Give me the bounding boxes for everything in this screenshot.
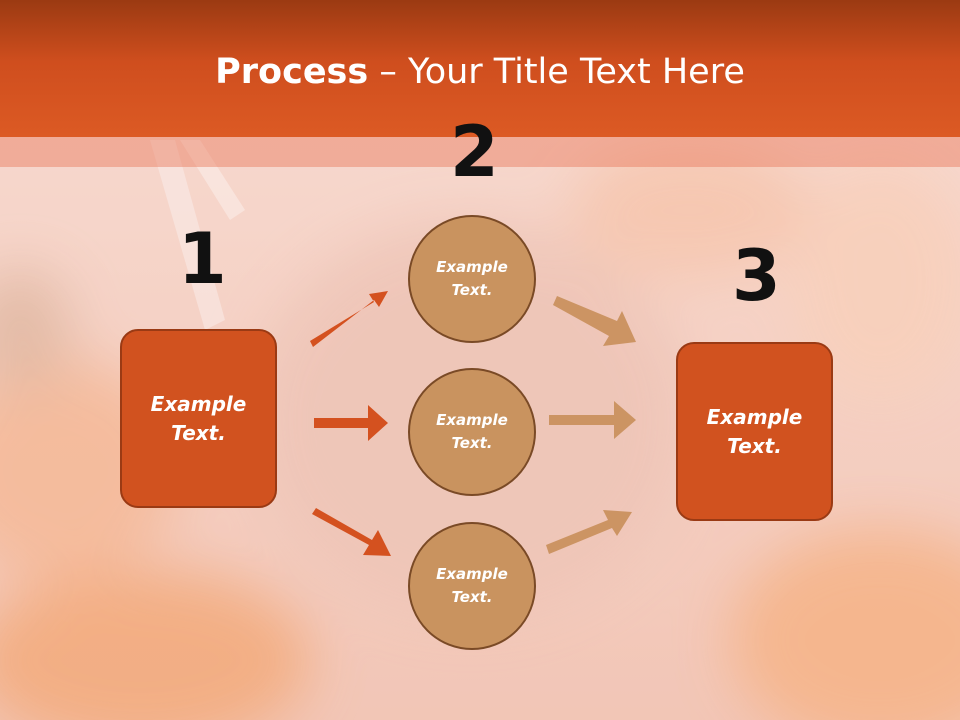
arrow-right-bottom: [546, 510, 632, 554]
step-3-box-text: Example Text.: [706, 404, 803, 458]
step-number-3: 3: [732, 235, 781, 317]
arrow-left-top: [310, 291, 388, 347]
step-number-2: 2: [450, 111, 499, 193]
title-rest: – Your Title Text Here: [368, 52, 745, 92]
step-2-circle-middle-text: Example Text.: [436, 411, 508, 452]
step-1-box-text: Example Text.: [150, 391, 247, 445]
step-2-circle-top[interactable]: Example Text.: [408, 215, 536, 343]
step-number-1: 1: [178, 218, 227, 300]
arrow-right-middle: [549, 401, 636, 439]
step-2-circle-middle[interactable]: Example Text.: [408, 368, 536, 496]
header-band: [0, 137, 960, 167]
header-bar: [0, 0, 960, 137]
step-3-box[interactable]: Example Text.: [676, 342, 833, 521]
step-2-circle-top-text: Example Text.: [436, 258, 508, 299]
arrow-left-middle: [314, 405, 388, 441]
arrow-right-top: [553, 296, 636, 346]
step-2-circle-bottom[interactable]: Example Text.: [408, 522, 536, 650]
title-bold: Process: [215, 52, 369, 92]
step-1-box[interactable]: Example Text.: [120, 329, 277, 508]
slide-title: Process – Your Title Text Here: [0, 52, 960, 92]
arrow-left-bottom: [312, 508, 391, 556]
step-2-circle-bottom-text: Example Text.: [436, 565, 508, 606]
